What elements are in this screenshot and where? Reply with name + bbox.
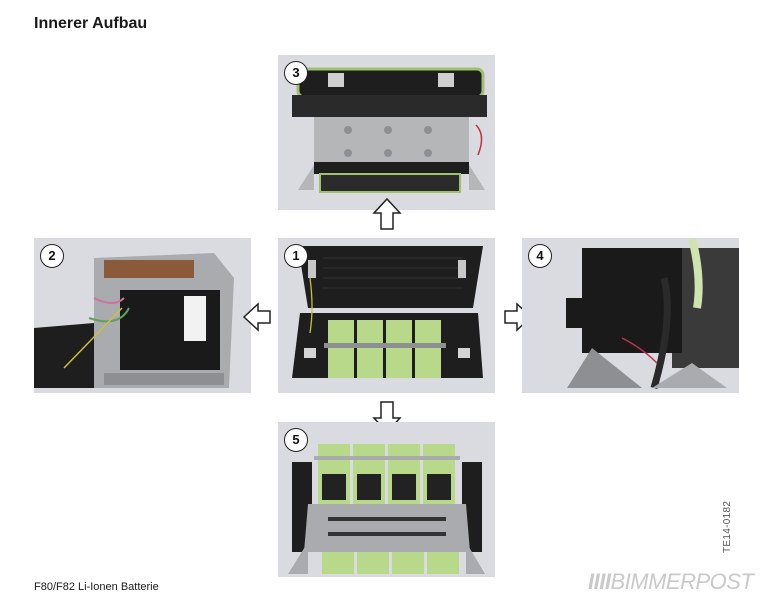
- panel-number-badge: 5: [284, 428, 308, 452]
- control-unit-side-illustration: [34, 253, 234, 388]
- panel-1-image: 1: [278, 238, 495, 393]
- panel-2-image: 2: [34, 238, 251, 393]
- panel-number-badge: 1: [284, 244, 308, 268]
- panel-number-badge: 2: [40, 244, 64, 268]
- page-title: Innerer Aufbau: [34, 15, 148, 32]
- battery-top-view-illustration: [292, 67, 487, 193]
- panel-3-image: 3: [278, 55, 495, 210]
- watermark-prefix: IIII: [588, 569, 611, 594]
- arrow-right-icon: [503, 302, 533, 332]
- panel-4-image: 4: [522, 238, 739, 393]
- arrow-up-icon: [372, 197, 402, 231]
- watermark-text: BIMMERPOST: [610, 569, 754, 594]
- control-unit-cable-illustration: [566, 238, 739, 389]
- watermark-logo: IIIIBIMMERPOST: [588, 569, 754, 595]
- panel-number-badge: 4: [528, 244, 552, 268]
- document-caption: F80/F82 Li-Ionen Batterie: [34, 581, 159, 593]
- reference-code: TE14-0182: [722, 500, 733, 553]
- arrow-left-icon: [242, 302, 272, 332]
- opened-battery-housing-illustration: [292, 246, 483, 378]
- panel-number-badge: 3: [284, 61, 308, 85]
- panel-5-image: 5: [278, 422, 495, 577]
- cell-module-frame-illustration: [288, 444, 485, 574]
